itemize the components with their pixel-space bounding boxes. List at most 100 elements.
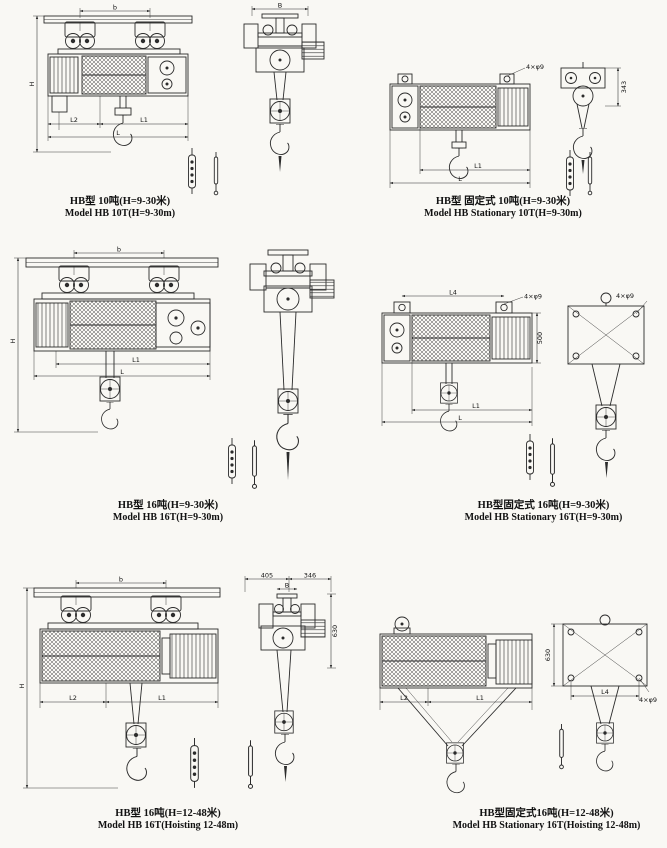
dim-label-L2: L2 <box>400 694 408 702</box>
dim-label-405: 405 <box>261 572 273 580</box>
dims-bottom: L2 L1 <box>39 683 219 708</box>
dim-H: H <box>18 587 118 789</box>
rope-guide <box>393 616 411 635</box>
hb10t-side-view: b <box>28 4 193 153</box>
control-rod <box>213 152 219 196</box>
motor <box>491 316 531 360</box>
hb-st16t-h-pendant-controls <box>559 724 564 770</box>
caption-en: Model HB Stationary 16T(Hoisting 12-48m) <box>452 820 641 831</box>
support-frame <box>397 687 517 747</box>
motor-front <box>301 41 325 60</box>
hb-st10t-side-view: 4×φ9 L1 L <box>389 63 544 188</box>
dim-label-holes: 4×φ9 <box>639 696 657 704</box>
dim-label-630: 630 <box>544 649 552 661</box>
caption-zh: HB型固定式16吨(H=12-48米) <box>479 808 614 819</box>
dims-bottom: L1 L <box>389 128 531 188</box>
control-rod <box>587 152 593 196</box>
dim-label-holes-front: 4×φ9 <box>616 292 634 300</box>
dims-bottom: L1 L <box>381 361 533 426</box>
hoist-body <box>47 53 189 130</box>
hook-assembly <box>125 682 147 781</box>
mounting-frame <box>562 614 648 687</box>
dim-label-L4: L4 <box>601 688 609 696</box>
dim-label-L1: L1 <box>474 162 482 170</box>
dim-H: H <box>28 15 111 153</box>
mounting-frame: 4×φ9 <box>567 292 648 365</box>
trolley-wheels <box>47 595 199 630</box>
caption-en: Model HB Stationary 10T(H=9-30m) <box>424 208 582 219</box>
caption-zh: HB型 10吨(H=9-30米) <box>69 196 171 207</box>
hook-assembly <box>99 351 121 430</box>
hb16t-pendant-controls <box>227 437 258 489</box>
hook-assembly-front <box>276 311 299 480</box>
hook-assembly <box>446 742 465 794</box>
dims-bottom: L2 L1 L <box>47 96 189 141</box>
dims-bottom: L2 L1 <box>379 688 533 710</box>
dim-label-b: b <box>119 576 123 584</box>
hb-st16t-pendant-controls <box>525 433 556 487</box>
hb16t-side-view: b H <box>9 246 219 433</box>
motor <box>49 56 79 94</box>
hb16t-h-side-view: b H <box>18 576 221 789</box>
mounting-lugs: L4 4×φ9 <box>393 289 542 314</box>
hb-st10t-front-view: 343 <box>560 62 628 174</box>
gearbox <box>391 85 419 129</box>
hook-assembly-front <box>269 71 291 172</box>
dim-label-L2: L2 <box>70 116 78 124</box>
hoist-body <box>389 83 531 131</box>
hb16t-h-front-view: 405 346 B 63 <box>244 572 339 782</box>
hb-st10t-pendant-controls <box>566 150 593 197</box>
beam-cross-section <box>263 249 313 277</box>
pendant-control <box>227 437 237 485</box>
dim-label-B: B <box>278 2 282 10</box>
control-box <box>51 95 68 113</box>
trolley-wheels <box>41 265 195 300</box>
control-rod <box>251 440 258 489</box>
trolley-front <box>249 262 335 299</box>
dim-label-630: 630 <box>331 625 339 637</box>
dim-label-b: b <box>117 246 121 254</box>
dims-top: 405 346 B <box>244 572 332 592</box>
dims-bottom: L1 L <box>33 351 211 380</box>
pendant-control <box>190 738 199 789</box>
dim-label-holes: 4×φ9 <box>526 63 544 71</box>
hoist-body <box>381 312 533 364</box>
dim-label-L2: L2 <box>69 694 77 702</box>
dim-label-L: L <box>116 129 120 137</box>
monorail-beam <box>33 587 221 598</box>
hoist-body <box>379 633 533 689</box>
hoist-body <box>33 298 211 352</box>
dim-H: H <box>9 257 98 433</box>
hb16t-front-view <box>249 249 335 480</box>
suspension-plate <box>560 62 606 89</box>
dim-label-H: H <box>28 81 36 86</box>
hb10t-pendant-controls <box>188 148 219 196</box>
motor <box>495 639 533 685</box>
trolley-wheels <box>57 21 181 55</box>
caption-en: Model HB 10T(H=9-30m) <box>64 208 176 219</box>
gearbox <box>383 314 411 362</box>
dim-label-B: B <box>285 582 289 590</box>
hb16t-h-pendant-controls <box>190 738 254 789</box>
dim-b: b <box>75 576 167 588</box>
dim-height: 630 <box>544 623 563 687</box>
caption-zh: HB型 16吨(H=12-48米) <box>115 808 221 819</box>
figure-hb-stationary-16t-hoisting: L2 L1 <box>366 610 666 834</box>
hook-assembly-front <box>591 363 621 478</box>
caption-zh: HB型固定式 16吨(H=9-30米) <box>477 500 610 511</box>
dim-label-L1: L1 <box>132 356 140 364</box>
caption-hb-stationary-16t-hoisting: HB型固定式16吨(H=12-48米) Model HB Stationary … <box>424 808 667 832</box>
caption-en: Model HB Stationary 16T(H=9-30m) <box>464 512 623 523</box>
caption-zh: HB型 固定式 10吨(H=9-30米) <box>435 196 571 207</box>
dim-label-H: H <box>18 683 26 688</box>
hb-st16t-side-view: L4 4×φ9 500 <box>381 289 544 432</box>
caption-hb-16t-hoisting: HB型 16吨(H=12-48米) Model HB 16T(Hoisting … <box>53 808 283 832</box>
hook-assembly <box>112 96 133 146</box>
figure-hb-10t: b <box>20 2 340 232</box>
hb10t-front-view: B <box>243 2 325 172</box>
caption-hb-10t: HB型 10吨(H=9-30米) Model HB 10T(H=9-30m) <box>20 196 220 220</box>
dim-label-346: 346 <box>304 572 316 580</box>
dim-height: 343 <box>605 67 628 107</box>
motor <box>169 633 217 679</box>
caption-zh: HB型 16吨(H=9-30米) <box>117 500 219 511</box>
